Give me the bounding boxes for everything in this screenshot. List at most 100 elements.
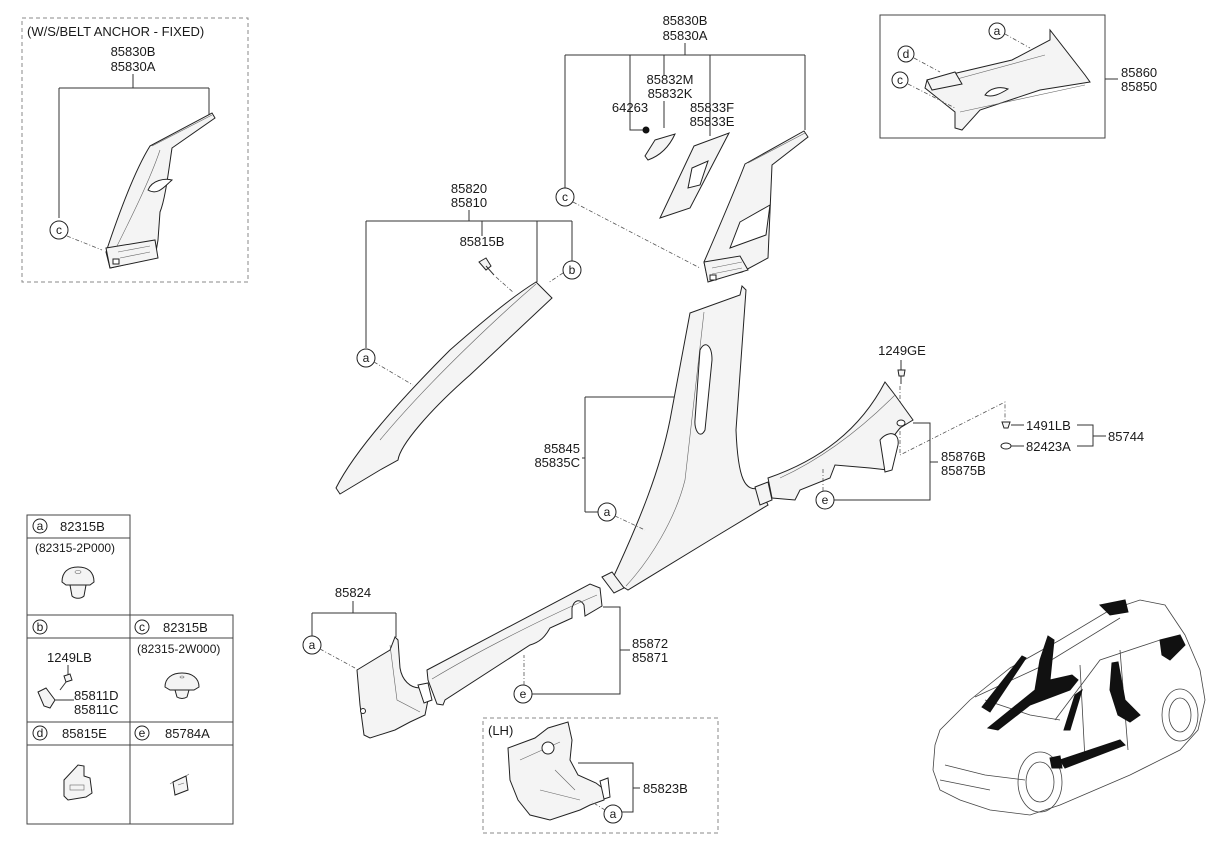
ref-circle-label: c: [56, 223, 62, 237]
part-label[interactable]: 85832M: [647, 72, 694, 87]
trim-highlight: [1059, 739, 1126, 769]
kick-panel-trim-illustration: [356, 636, 433, 739]
kick-panel-group: 85824 a: [302, 585, 433, 739]
leader-line: [365, 210, 573, 348]
ref-circle-label: a: [994, 24, 1001, 38]
ref-circle-label: e: [822, 493, 829, 507]
part-label[interactable]: 85845: [544, 441, 580, 456]
ref-dash-line: [913, 57, 941, 73]
legend-key-label: e: [139, 726, 146, 740]
part-label[interactable]: 85832K: [648, 86, 693, 101]
part-label[interactable]: 64263: [612, 100, 648, 115]
legend-key-label: d: [37, 726, 44, 740]
ref-dash-line: [572, 201, 701, 269]
rear-pillar-box: [879, 14, 1106, 139]
ws-belt-anchor-group: (W/S/BELT ANCHOR - FIXED) 85830B 85830A …: [21, 17, 249, 283]
legend-part-label[interactable]: 1249LB: [47, 650, 92, 665]
part-label[interactable]: 85833E: [690, 114, 735, 129]
part-label[interactable]: 85876B: [941, 449, 986, 464]
part-label[interactable]: 85875B: [941, 463, 986, 478]
ref-circle-c[interactable]: [555, 187, 575, 207]
ref-circle-a[interactable]: [356, 348, 376, 368]
legend-key-d: [32, 725, 48, 741]
ref-circle-label: c: [562, 190, 568, 204]
ref-circle-a[interactable]: [988, 22, 1006, 40]
kit-item-label[interactable]: 82423A: [1026, 439, 1071, 454]
part-label[interactable]: 85850: [1121, 79, 1157, 94]
clip-1491LB-illustration: [1001, 421, 1011, 429]
leader-line: [564, 43, 806, 188]
part-label[interactable]: 85830A: [111, 59, 156, 74]
part-label[interactable]: 85820: [451, 181, 487, 196]
ref-circle-e[interactable]: [513, 684, 533, 704]
ref-circle-label: a: [604, 505, 611, 519]
ref-circle-a[interactable]: [603, 804, 623, 824]
screw-1249GE-illustration: [897, 369, 906, 384]
clip-85815E-icon: [63, 764, 93, 801]
part-label[interactable]: 85860: [1121, 65, 1157, 80]
leader-line: [578, 762, 640, 813]
ref-circle-e[interactable]: [815, 490, 835, 510]
b-pillar-upper-trim-main-illustration: [703, 130, 809, 283]
lh-heading: (LH): [488, 723, 513, 738]
b-pillar-upper-group: 85830B 85830A 85832M 85832K 64263 85833F…: [555, 13, 809, 283]
legend-part-label[interactable]: 85784A: [165, 726, 210, 741]
leader-line: [1077, 424, 1106, 447]
screw-1249LB-icon: [59, 665, 73, 691]
part-label[interactable]: 85833F: [690, 100, 734, 115]
assembly-label[interactable]: 85744: [1108, 429, 1144, 444]
part-label[interactable]: 85810: [451, 195, 487, 210]
part-label[interactable]: 85830A: [663, 28, 708, 43]
ref-circle-label: d: [903, 47, 910, 61]
ref-dash-line: [614, 515, 646, 531]
legend-sub-label: (82315-2W000): [137, 642, 220, 656]
legend-part-label[interactable]: 85811D: [74, 688, 119, 703]
ref-circle-a[interactable]: [302, 635, 322, 655]
part-label[interactable]: 85830B: [663, 13, 708, 28]
legend-part-label[interactable]: 85815E: [62, 726, 107, 741]
clip-64263-illustration: [642, 126, 650, 134]
fastener-label[interactable]: 85815B: [460, 234, 505, 249]
ref-dash-line: [495, 276, 515, 294]
a-pillar-group: 85820 85810 85815B b a: [335, 181, 582, 495]
ref-circle-label: e: [520, 687, 527, 701]
legend-row-de-frame: [26, 721, 234, 825]
rear-sill-trim-illustration: [767, 381, 914, 501]
legend-key-c: [134, 619, 150, 635]
part-label[interactable]: 85872: [632, 636, 668, 651]
part-label[interactable]: 85830B: [111, 44, 156, 59]
ref-dash-line: [319, 648, 356, 669]
ws-belt-anchor-box: [21, 17, 249, 283]
part-label[interactable]: 85824: [335, 585, 371, 600]
ref-circle-a[interactable]: [597, 502, 617, 522]
legend-key-label: b: [37, 620, 44, 634]
cover-85832-illustration: [644, 133, 676, 161]
trim-highlight: [1109, 661, 1141, 723]
ref-circle-b[interactable]: [562, 260, 582, 280]
ws-belt-anchor-heading: (W/S/BELT ANCHOR - FIXED): [27, 24, 204, 39]
ref-circle-c[interactable]: [49, 220, 69, 240]
trim-highlight: [1049, 755, 1063, 769]
trim-highlight: [981, 655, 1027, 713]
ref-dash-line: [373, 361, 414, 386]
clip-85784A-icon: [169, 773, 190, 796]
trim-85833-illustration: [659, 132, 731, 219]
trim-highlight: [1063, 688, 1083, 731]
ref-circle-d[interactable]: [897, 45, 915, 63]
lh-kick-panel-illustration: [507, 721, 611, 821]
ref-circle-label: a: [309, 638, 316, 652]
rear-pillar-group: a d c 85860 85850: [879, 14, 1157, 139]
ref-circle-label: a: [363, 351, 370, 365]
part-label[interactable]: 85823B: [643, 781, 688, 796]
b-pillar-lower-trim-illustration: [601, 285, 773, 594]
part-label[interactable]: 85871: [632, 650, 668, 665]
legend-part-label[interactable]: 82315B: [60, 519, 105, 534]
part-label[interactable]: 85835C: [534, 455, 580, 470]
legend-part-label[interactable]: 85811C: [74, 702, 119, 717]
screw-label[interactable]: 1249GE: [878, 343, 926, 358]
ref-circle-c[interactable]: [891, 71, 909, 89]
kit-item-label[interactable]: 1491LB: [1026, 418, 1071, 433]
ref-circle-label: b: [569, 263, 576, 277]
legend-part-label[interactable]: 82315B: [163, 620, 208, 635]
